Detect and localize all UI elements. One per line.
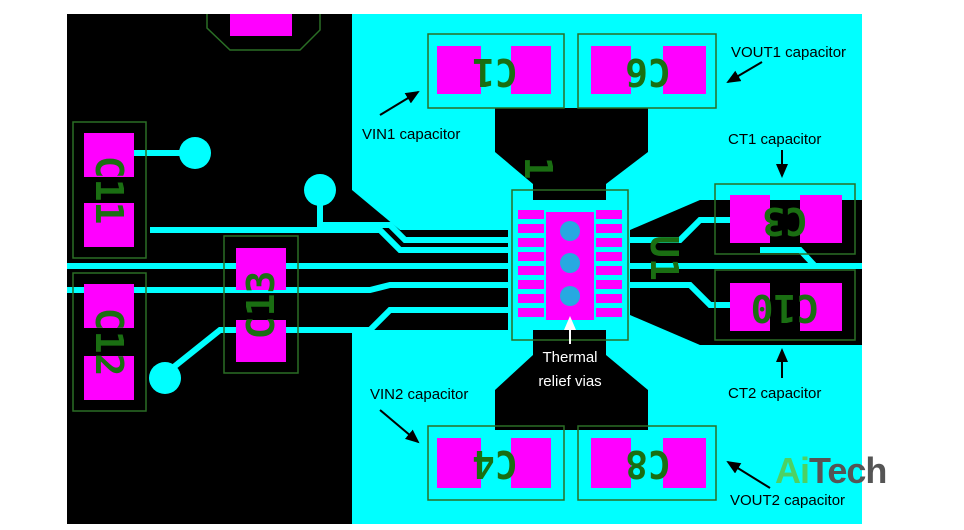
designator-c8: C8: [625, 442, 671, 486]
component-partial-top: [206, 14, 321, 51]
aitech-logo: AiTech: [775, 447, 887, 495]
thermal-via: [560, 221, 580, 241]
clearance-left: [352, 230, 508, 330]
test-point: [149, 362, 181, 394]
label-vout1: VOUT1 capacitor: [731, 44, 846, 61]
clearance-topleft: [352, 190, 400, 230]
test-point: [304, 174, 336, 206]
label-vout2: VOUT2 capacitor: [730, 492, 845, 509]
designator-c13: C13: [239, 271, 283, 340]
capacitor-c8: [577, 425, 717, 501]
label-thermal-line2: relief vias: [538, 373, 601, 390]
clearance-bottom: [495, 330, 648, 430]
annotation-arrows: [379, 61, 788, 489]
capacitor-c13: [223, 235, 299, 374]
designator-c3: C3: [762, 199, 808, 243]
designator-u1: U1: [642, 235, 686, 281]
clearance-top: [495, 108, 648, 200]
logo-tech: Tech: [809, 450, 887, 491]
designator-c12: C12: [87, 308, 131, 377]
capacitor-c11: [72, 121, 147, 259]
capacitor-c6: [577, 33, 717, 109]
label-vin2: VIN2 capacitor: [370, 386, 468, 403]
capacitor-c3: [714, 183, 856, 255]
thermal-via: [560, 286, 580, 306]
capacitor-c1: [427, 33, 565, 109]
designator-c11: C11: [87, 156, 131, 225]
logo-ai: Ai: [775, 450, 810, 491]
ic-u1: [511, 189, 629, 341]
designator-c1: C1: [472, 50, 518, 94]
capacitor-c12: [72, 272, 147, 412]
designator-c4: C4: [472, 442, 518, 486]
thermal-via: [560, 253, 580, 273]
label-ct2: CT2 capacitor: [728, 385, 821, 402]
designator-c6: C6: [625, 50, 671, 94]
test-point: [179, 137, 211, 169]
capacitor-c4: [427, 425, 565, 501]
label-ct1: CT1 capacitor: [728, 131, 821, 148]
pin1-marker: 1: [516, 157, 560, 180]
label-thermal-line1: Thermal: [542, 349, 597, 366]
capacitor-c10: [714, 269, 856, 341]
label-vin1: VIN1 capacitor: [362, 126, 460, 143]
silkscreen-labels: C1 C6 C3 C10 C4 C8 C11 C12 C13 U1 1: [87, 50, 819, 486]
designator-c10: C10: [751, 286, 820, 330]
